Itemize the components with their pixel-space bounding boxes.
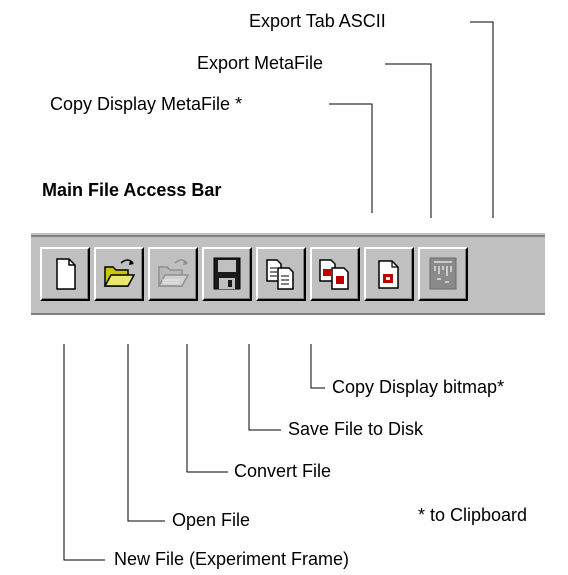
leader-copy-display-bitmap — [310, 344, 325, 389]
leader-convert-file — [186, 344, 228, 473]
export-metafile-button[interactable] — [364, 247, 414, 301]
open-file-icon — [103, 259, 136, 287]
clipboard-footnote: * to Clipboard — [418, 505, 528, 525]
copy-display-bitmap-button[interactable] — [256, 247, 306, 301]
convert-file-button[interactable] — [148, 247, 198, 301]
leader-export-tab-ascii — [470, 21, 494, 218]
toolbar-bottom-divider — [31, 313, 545, 315]
label-export-metafile: Export MetaFile — [197, 53, 324, 73]
leader-new-file — [63, 344, 105, 561]
leader-export-metafile — [385, 63, 432, 218]
save-file-icon — [213, 257, 241, 290]
new-file-button[interactable] — [40, 247, 90, 301]
label-new-file: New File (Experiment Frame) — [114, 549, 350, 569]
toolbar-top-divider — [31, 235, 545, 237]
label-export-tab-ascii: Export Tab ASCII — [249, 11, 386, 31]
new-file-icon — [56, 258, 76, 290]
leader-open-file — [127, 344, 165, 522]
copy-display-metafile-button[interactable] — [310, 247, 360, 301]
label-save-file: Save File to Disk — [288, 419, 424, 439]
open-file-button[interactable] — [94, 247, 144, 301]
save-file-button[interactable] — [202, 247, 252, 301]
export-tab-ascii-icon — [429, 257, 457, 290]
leader-copy-display-metafile — [329, 103, 373, 213]
leader-save-file — [248, 344, 281, 431]
label-open-file: Open File — [172, 510, 251, 530]
copy-display-metafile-icon — [319, 259, 349, 290]
label-convert-file: Convert File — [234, 461, 332, 481]
label-copy-display-bitmap: Copy Display bitmap* — [332, 377, 505, 397]
label-copy-display-metafile: Copy Display MetaFile * — [50, 94, 243, 114]
copy-display-bitmap-icon — [266, 259, 294, 290]
convert-file-icon — [157, 259, 190, 287]
export-metafile-icon — [378, 260, 399, 289]
export-tab-ascii-button[interactable] — [418, 247, 468, 301]
toolbar-title: Main File Access Bar — [42, 180, 222, 200]
